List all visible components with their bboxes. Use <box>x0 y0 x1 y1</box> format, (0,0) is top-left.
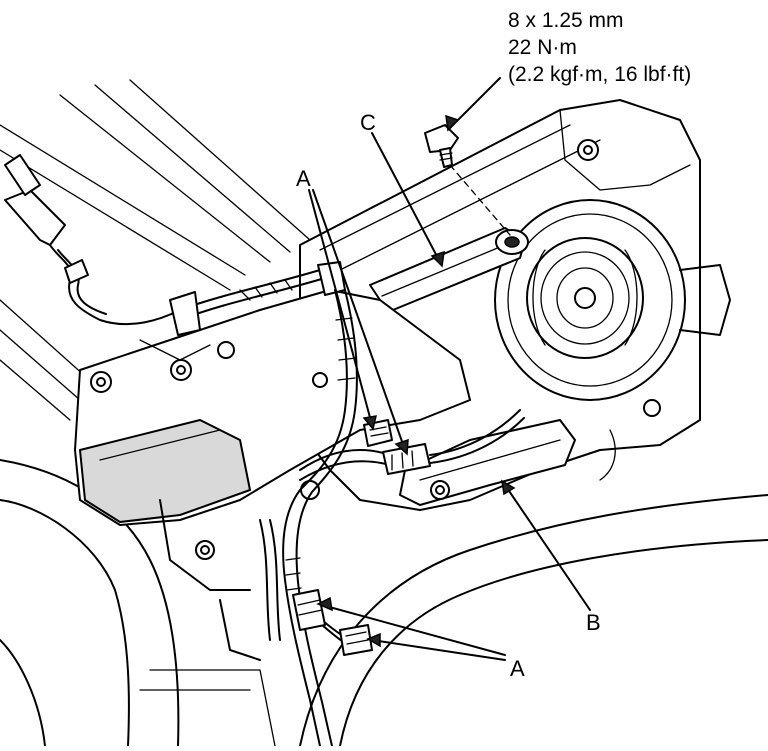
bracket-b <box>399 419 576 506</box>
connector-a-3 <box>292 589 326 631</box>
body-panel-lines <box>0 79 311 747</box>
callout-a-top: A <box>296 166 311 191</box>
callout-c: C <box>360 110 376 135</box>
torque-nm-label: 22 N·m <box>508 36 577 59</box>
connector-a-4 <box>339 624 373 656</box>
bolt-icon <box>424 124 459 168</box>
seat-motor <box>494 199 731 401</box>
connector-a-2 <box>382 443 431 475</box>
bolt-size-label: 8 x 1.25 mm <box>508 9 624 32</box>
callout-b: B <box>586 610 601 635</box>
torque-imperial-label: (2.2 kgf·m, 16 lbf·ft) <box>508 63 691 86</box>
leader-lines <box>308 77 591 661</box>
floor-contours <box>0 494 768 747</box>
bolt-on-bracket <box>495 229 529 255</box>
callout-a-bottom: A <box>510 656 525 681</box>
